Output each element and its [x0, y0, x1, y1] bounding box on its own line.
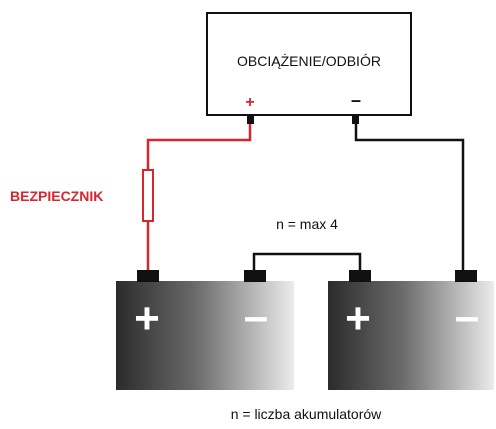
- load-minus-sign: –: [351, 90, 361, 110]
- load-plus-terminal: [247, 115, 254, 124]
- battery-left-plus-sign: +: [134, 294, 160, 343]
- load-label: OBCIĄŻENIE/ODBIÓR: [237, 52, 381, 69]
- battery-right: + –: [328, 270, 494, 390]
- load-plus-sign: +: [245, 94, 254, 111]
- fuse-symbol: [142, 169, 154, 222]
- battery-right-minus-terminal: [455, 270, 477, 282]
- battery-left-minus-sign: –: [244, 292, 268, 341]
- load-box: [206, 12, 412, 116]
- battery-left-minus-terminal: [244, 270, 266, 282]
- battery-left-body: [116, 281, 294, 390]
- battery-left: + –: [116, 270, 294, 390]
- series-link-wire: [252, 252, 362, 270]
- battery-left-plus-terminal: [137, 270, 159, 282]
- load-minus-terminal: [352, 115, 359, 124]
- series-note: n = max 4: [276, 216, 338, 232]
- negative-wire: [354, 122, 465, 270]
- fuse-label: BEZPIECZNIK: [10, 188, 103, 204]
- battery-right-body: [328, 281, 494, 390]
- battery-right-plus-terminal: [349, 270, 371, 282]
- footnote: n = liczba akumulatorów: [231, 406, 382, 422]
- battery-right-minus-sign: –: [455, 292, 479, 341]
- battery-right-plus-sign: +: [345, 294, 371, 343]
- positive-wire: [146, 120, 252, 170]
